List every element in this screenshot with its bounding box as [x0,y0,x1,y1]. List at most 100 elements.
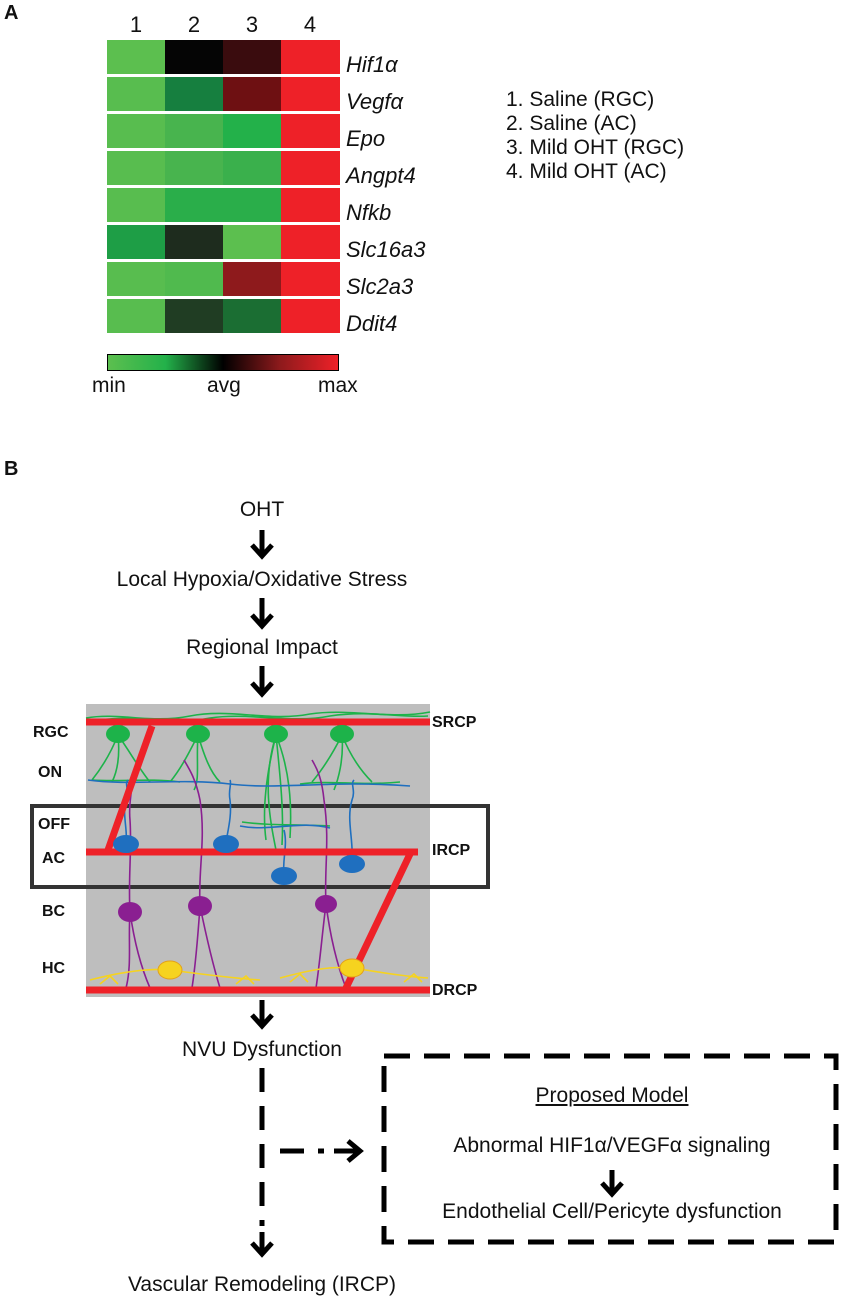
heatmap-cell [107,299,166,333]
panel-a-label: A [4,2,19,24]
bc-soma [118,902,142,922]
heatmap-column-number: 4 [303,12,317,37]
ac-soma [113,835,139,853]
scale-min-label: min [92,374,126,397]
heatmap-cell [165,299,224,333]
heatmap-cell [165,151,224,185]
heatmap-cell [165,77,224,111]
heatmap-cell [281,262,340,296]
heatmap-cell [165,225,224,259]
off-ac-highlight-box [30,804,490,889]
down-arrow-icon [250,598,274,630]
down-arrow-icon [250,1000,274,1030]
layer-label-off: OFF [38,816,70,833]
bc-somas [118,895,337,922]
gene-label: Angpt4 [346,163,416,188]
proposed-model-box [381,1053,839,1245]
heatmap-cell [281,225,340,259]
heatmap-cell [165,262,224,296]
scale-avg-label: avg [207,374,241,397]
heatmap-cell [281,151,340,185]
gene-label: Ddit4 [346,311,398,336]
heatmap-cell [165,188,224,222]
legend-item: 2. Saline (AC) [506,112,637,135]
ac-soma [271,867,297,885]
bc-soma [315,895,337,913]
rgc-soma [264,725,288,743]
vessels [86,718,430,994]
plexus-label-drcp: DRCP [432,982,478,999]
color-scale-bar [107,354,339,371]
layer-label-ac: AC [42,850,66,867]
heatmap-cell [223,225,282,259]
heatmap-cell [223,299,282,333]
flow-step-nvu-dysfunction: NVU Dysfunction [182,1038,342,1061]
ac-soma [339,855,365,873]
proposed-model-title: Proposed Model [535,1084,689,1107]
heatmap-cell [223,262,282,296]
hc-somas [157,958,365,980]
flow-step-regional-impact: Regional Impact [186,636,338,659]
bc-soma [188,896,212,916]
heatmap-cell [223,40,282,74]
heatmap-column-number: 3 [245,12,259,37]
heatmap [107,40,340,336]
flow-step-vascular-remodeling: Vascular Remodeling (IRCP) [127,1273,397,1296]
dashed-connectors [259,1068,324,1226]
heatmap-cell [107,77,166,111]
heatmap-cell [165,40,224,74]
flow-arrows [250,530,274,1030]
hc-soma [157,960,183,980]
layer-label-hc: HC [42,960,66,977]
layer-label-rgc: RGC [33,724,69,741]
plexus-label-ircp: IRCP [432,842,471,859]
down-arrow-icon [250,1232,274,1258]
ac-soma [213,835,239,853]
gene-label: Nfkb [346,200,392,225]
connecting-vessel [104,724,156,852]
ac-somas [113,835,365,885]
heatmap-cell [281,188,340,222]
proposed-model-line2: Endothelial Cell/Pericyte dysfunction [442,1200,782,1223]
heatmap-cell [223,188,282,222]
heatmap-cell [281,77,340,111]
plexus-label-srcp: SRCP [432,714,477,731]
flow-step-oht: OHT [239,498,285,521]
layer-label-on: ON [38,764,62,781]
heatmap-column-number: 1 [129,12,143,37]
heatmap-cell [107,151,166,185]
gene-label: Slc16a3 [346,237,426,262]
gene-label: Slc2a3 [346,274,414,299]
down-arrow-icon [250,666,274,698]
heatmap-cell [107,188,166,222]
heatmap-cell [281,40,340,74]
gene-label: Epo [346,126,386,151]
heatmap-cell [281,299,340,333]
scale-max-label: max [318,374,358,397]
heatmap-cell [107,262,166,296]
rgc-soma [330,725,354,743]
down-arrow-icon [250,530,274,560]
legend-item: 4. Mild OHT (AC) [506,160,667,183]
rgc-soma [106,725,130,743]
rgc-somas [106,725,354,743]
heatmap-cell [107,40,166,74]
down-arrow-icon [600,1170,624,1198]
legend-item: 3. Mild OHT (RGC) [506,136,685,159]
heatmap-cell [223,114,282,148]
proposed-model-line1: Abnormal HIF1α/VEGFα signaling [453,1134,771,1157]
rgc-soma [186,725,210,743]
legend-item: 1. Saline (RGC) [506,88,655,111]
dashed-arrowheads [250,1139,624,1258]
heatmap-cell [281,114,340,148]
heatmap-cell [223,77,282,111]
layer-label-bc: BC [42,903,66,920]
flow-step-hypoxia: Local Hypoxia/Oxidative Stress [116,568,408,591]
heatmap-cell [165,114,224,148]
condition-legend: 1. Saline (RGC) 2. Saline (AC) 3. Mild O… [506,88,684,184]
heatmap-cell [107,225,166,259]
panel-b-label: B [4,458,19,480]
hc-soma [339,958,365,978]
heatmap-column-number: 2 [187,12,201,37]
